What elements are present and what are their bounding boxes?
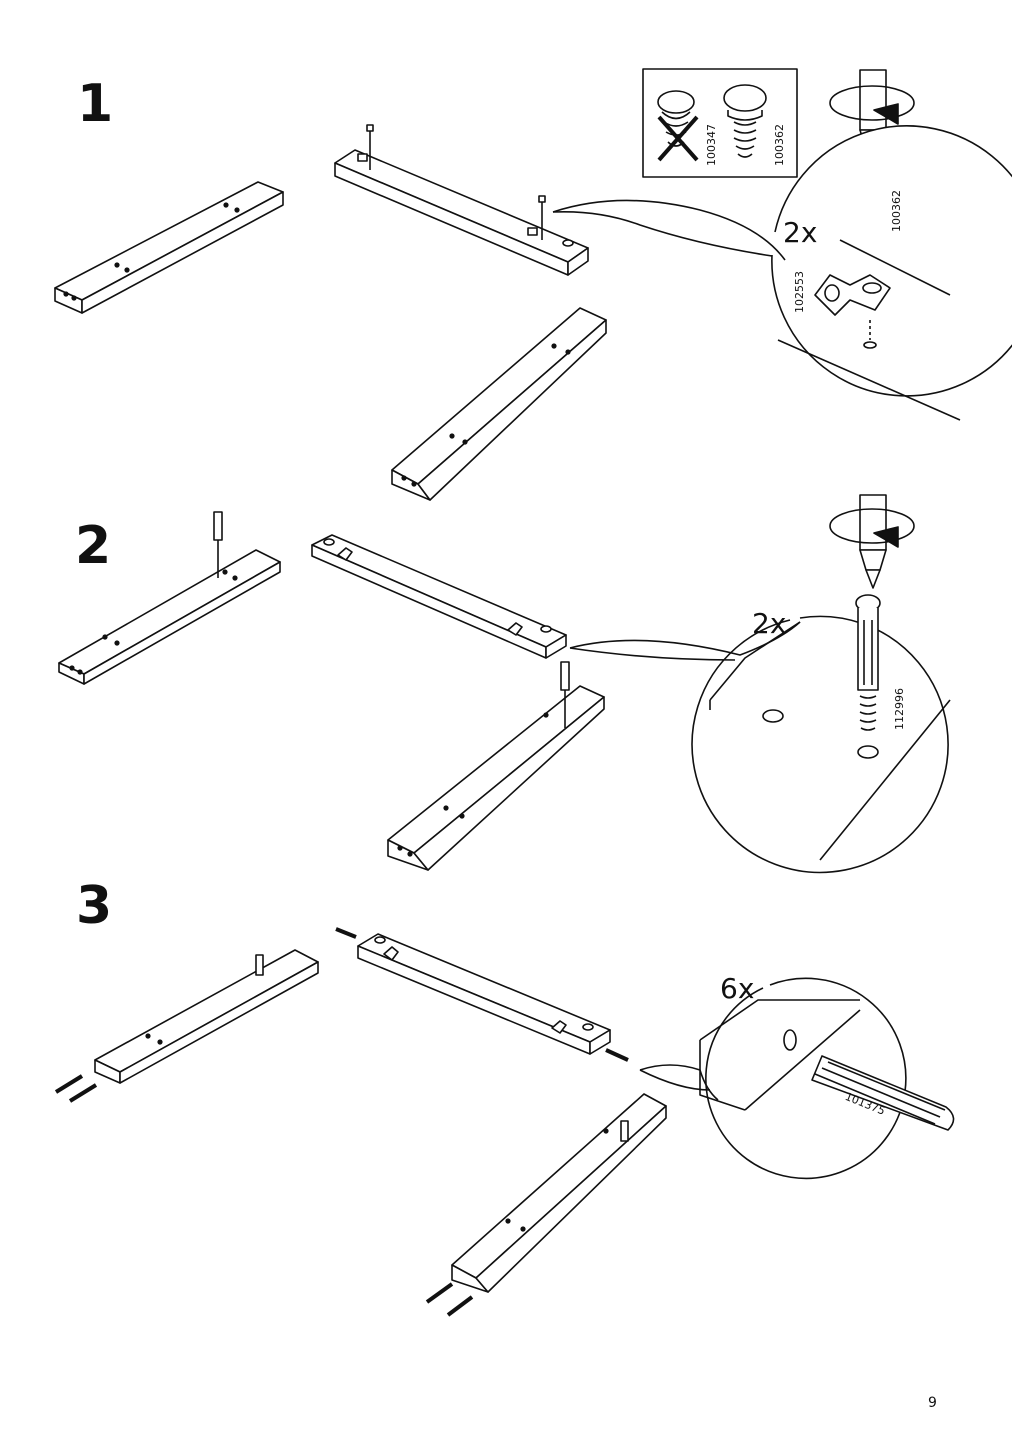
step-number-2: 2 [75,516,112,576]
part-number-100362: 100362 [890,190,903,232]
zoom-bubble-step3 [639,977,955,1180]
board-step1-top [334,124,589,276]
step-number-3: 3 [76,876,113,936]
bracket-icon [357,153,368,162]
zoom-bubble-step2 [569,594,951,874]
dowel-icon [811,1055,955,1131]
board-step2-top [311,534,567,659]
page-number: 9 [928,1395,937,1411]
quantity-step1: 2x [783,216,818,249]
part-number-102553: 102553 [793,271,806,313]
cam-bolt-icon [855,594,881,731]
screwdriver-icon [829,494,915,589]
quantity-step2: 2x [752,607,787,640]
board-step3-bottom [425,1093,667,1317]
board-step3-top [335,927,629,1062]
cam-bolt-icon [213,511,223,541]
part-number-112996: 112996 [893,688,906,730]
board-step1-left [54,181,284,314]
pan-head-screw-icon [723,84,767,158]
part-number-100347: 100347 [705,124,718,166]
board-step1-bottom [391,307,607,501]
board-step3-left [54,949,319,1103]
bracket-icon [814,274,891,316]
quantity-step3: 6x [720,972,755,1005]
dowel-icon [255,954,264,976]
zoom-bubble-step1 [552,125,1012,421]
part-number-100362-legend: 100362 [773,124,786,166]
screw-legend [642,68,798,178]
step-number-1: 1 [77,74,114,134]
board-step2-bottom [387,661,605,871]
board-step2-left [58,511,281,685]
crossed-out-screw-icon [657,90,699,162]
